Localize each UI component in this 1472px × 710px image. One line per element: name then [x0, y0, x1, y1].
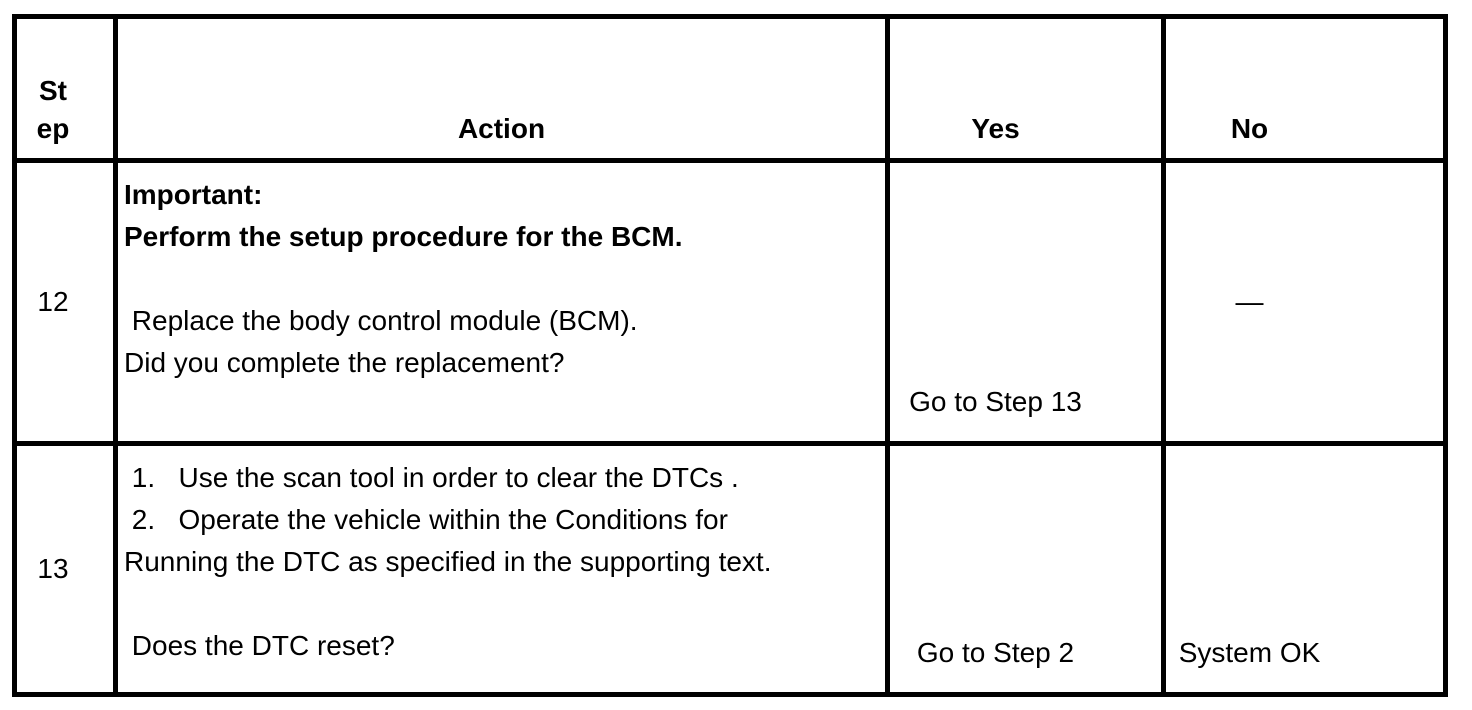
header-cell-yes: Yes — [890, 19, 1166, 163]
yes-cell-12: Go to Step 13 — [890, 163, 1166, 446]
action-body-text: 1. Use the scan tool in order to clear t… — [124, 462, 772, 661]
header-cell-step: St ep — [17, 19, 118, 163]
step-cell-13: 13 — [17, 446, 118, 692]
header-step-label: St ep — [36, 75, 70, 144]
no-value: System OK — [1178, 637, 1321, 668]
yes-value: Go to Step 2 — [916, 637, 1075, 668]
header-action-label: Action — [457, 113, 546, 144]
action-cell-13: 1. Use the scan tool in order to clear t… — [118, 446, 890, 692]
yes-cell-13: Go to Step 2 — [890, 446, 1166, 692]
action-body-text: Replace the body control module (BCM). D… — [124, 305, 638, 378]
no-cell-13: System OK — [1166, 446, 1443, 692]
header-yes-label: Yes — [971, 113, 1020, 144]
step-number: 12 — [37, 286, 69, 317]
header-cell-action: Action — [118, 19, 890, 163]
step-cell-12: 12 — [17, 163, 118, 446]
yes-value: Go to Step 13 — [909, 386, 1082, 417]
no-cell-12: — — [1166, 163, 1443, 446]
no-value: — — [1235, 286, 1264, 317]
header-no-label: No — [1230, 113, 1269, 144]
step-number: 13 — [37, 553, 69, 584]
action-important-text: Important: Perform the setup procedure f… — [124, 179, 683, 252]
diagnostic-step-table: St ep Action Yes No 12 Important: Perfor… — [12, 14, 1448, 697]
action-cell-12: Important: Perform the setup procedure f… — [118, 163, 890, 446]
header-cell-no: No — [1166, 19, 1443, 163]
